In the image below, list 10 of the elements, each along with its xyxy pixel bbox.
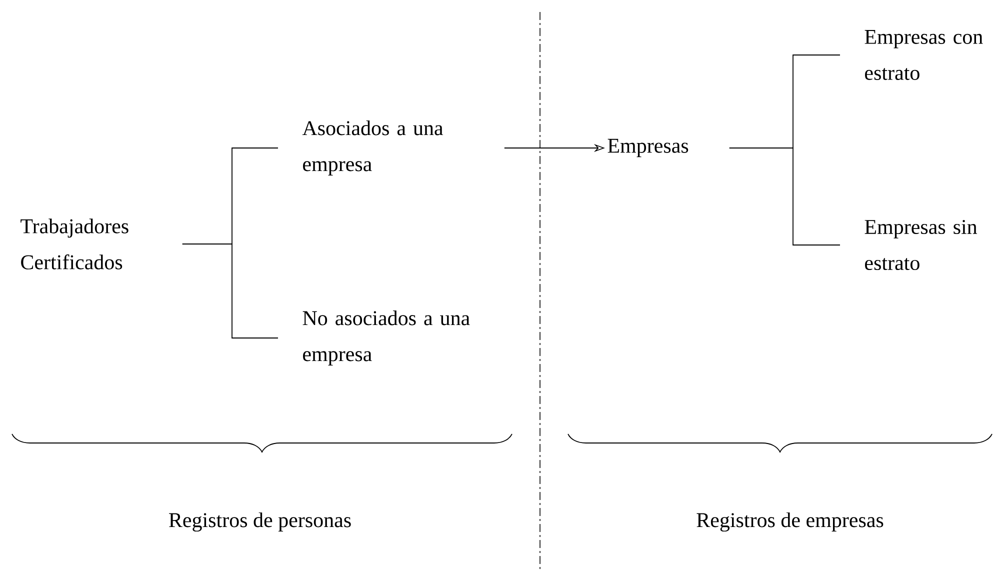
connector <box>728 148 840 246</box>
node-text: Empresas con estrato <box>864 30 983 80</box>
connector <box>182 244 278 338</box>
node-text: Empresas <box>608 138 688 158</box>
brace-label: Registros de personas <box>169 512 351 532</box>
node-text: Asociados a una empresa <box>302 120 444 176</box>
brace-label: Registros de empresas <box>696 512 884 532</box>
node-text: Empresas sin estrato <box>864 220 978 270</box>
node-text: Trabajadores Certificados <box>20 218 128 270</box>
node-text: No asociados a una empresa <box>302 310 470 366</box>
